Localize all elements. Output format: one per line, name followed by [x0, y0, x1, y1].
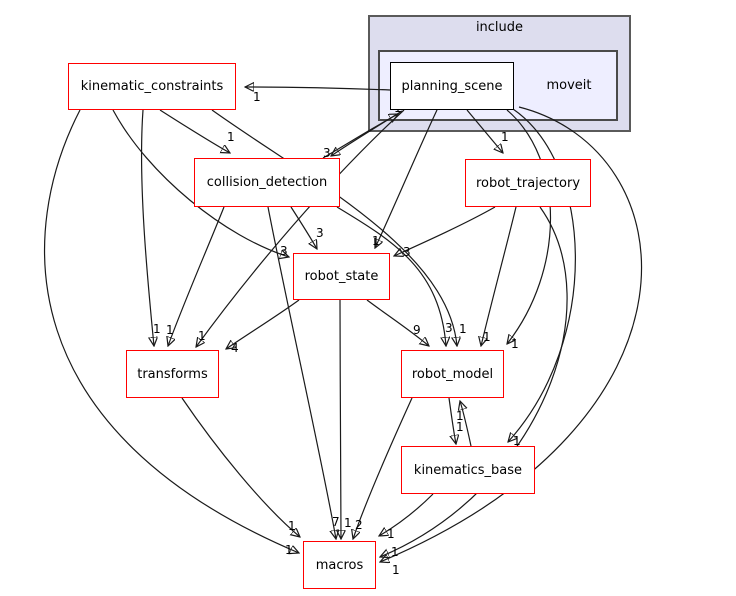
- edge-count-collision_detection-transforms[interactable]: 1: [166, 323, 174, 337]
- edge-robot_trajectory-robot_model: [481, 206, 517, 346]
- node-kinematics-base[interactable]: kinematics_base: [401, 446, 535, 494]
- edge-robot_trajectory-macros: [380, 206, 568, 557]
- edge-kinematic_constraints-macros: [44, 109, 299, 553]
- edge-count-planning_scene-kinematic_constraints[interactable]: 1: [253, 90, 261, 104]
- edge-count-planning_scene-robot_state[interactable]: 1: [372, 234, 380, 248]
- edge-collision_detection-transforms: [168, 206, 225, 346]
- cluster-include-label: include: [475, 20, 524, 35]
- edge-count-kinematic_constraints-robot_model[interactable]: 1: [459, 322, 467, 336]
- edge-count-collision_detection-robot_model[interactable]: 3: [445, 321, 453, 335]
- edge-collision_detection-robot_model: [336, 206, 446, 346]
- edge-count-kinematic_constraints-macros[interactable]: 1: [285, 543, 293, 557]
- edge-count-planning_scene-robot_trajectory[interactable]: 1: [501, 130, 509, 144]
- edge-planning_scene-kinematics_base: [508, 108, 576, 442]
- edge-count-robot_trajectory-robot_state[interactable]: 3: [403, 245, 411, 259]
- node-robot-model[interactable]: robot_model: [401, 350, 504, 398]
- edge-kinematics_base-macros: [379, 493, 434, 536]
- edge-count-planning_scene-robot_model[interactable]: 1: [511, 337, 519, 351]
- edge-kinematic_constraints-collision_detection: [159, 109, 230, 153]
- edge-planning_scene-robot_state: [375, 109, 438, 248]
- node-transforms[interactable]: transforms: [126, 350, 219, 398]
- edge-count-robot_model-kinematics_base[interactable]: 1: [456, 420, 464, 434]
- edge-planning_scene-transforms: [196, 109, 405, 347]
- edge-count-robot_state-macros[interactable]: 1: [344, 516, 352, 530]
- edge-robot_state-robot_model: [366, 299, 429, 346]
- edge-kinematic_constraints-robot_state: [112, 109, 289, 257]
- edge-count-kinematics_base-robot_model[interactable]: 1: [456, 409, 464, 423]
- edge-robot_state-macros: [340, 299, 341, 539]
- edge-count-planning_scene-transforms[interactable]: 1: [198, 329, 206, 343]
- edge-count-robot_state-robot_model[interactable]: 9: [413, 323, 421, 337]
- edge-planning_scene-robot_trajectory: [466, 109, 503, 153]
- edge-count-planning_scene-kinematics_base[interactable]: 1: [513, 434, 521, 448]
- edge-count-robot_trajectory-macros[interactable]: 1: [391, 545, 399, 559]
- edge-count-collision_detection-robot_state[interactable]: 3: [316, 226, 324, 240]
- edge-transforms-macros: [181, 397, 300, 537]
- edge-collision_detection-macros: [267, 206, 336, 539]
- edge-kinematic_constraints-robot_model: [211, 109, 457, 346]
- edge-count-kinematic_constraints-collision_detection[interactable]: 1: [227, 130, 235, 144]
- node-robot-trajectory[interactable]: robot_trajectory: [465, 159, 591, 207]
- edge-kinematics_base-robot_model: [460, 401, 472, 447]
- edge-kinematic_constraints-transforms: [140, 109, 154, 346]
- cluster-moveit-label: moveit: [546, 78, 592, 93]
- edge-count-kinematic_constraints-transforms[interactable]: 1: [153, 322, 161, 336]
- edge-robot_trajectory-robot_state: [394, 206, 496, 256]
- edge-collision_detection-robot_state: [290, 206, 317, 249]
- edge-count-robot_model-macros[interactable]: 2: [355, 518, 363, 532]
- node-robot-state[interactable]: robot_state: [293, 253, 390, 300]
- edge-count-transforms-macros[interactable]: 1: [288, 519, 296, 533]
- edge-collision_detection-planning_scene: [322, 114, 398, 159]
- edge-count-planning_scene-collision_detection[interactable]: 3: [323, 146, 331, 160]
- node-macros[interactable]: macros: [303, 541, 376, 589]
- node-kinematic-constraints[interactable]: kinematic_constraints: [68, 63, 236, 110]
- edge-count-planning_scene-macros[interactable]: 1: [392, 563, 400, 577]
- node-planning-scene[interactable]: planning_scene: [390, 62, 514, 110]
- edge-count-robot_trajectory-robot_model[interactable]: 1: [483, 330, 491, 344]
- edge-robot_model-kinematics_base: [448, 397, 456, 444]
- edge-count-kinematics_base-macros[interactable]: 1: [387, 527, 395, 541]
- edge-planning_scene-robot_model: [507, 109, 551, 344]
- edge-robot_state-transforms: [226, 299, 300, 349]
- node-collision-detection[interactable]: collision_detection: [194, 158, 340, 207]
- edge-robot_model-macros: [353, 397, 413, 539]
- edge-count-collision_detection-macros[interactable]: 7: [332, 515, 340, 529]
- edge-planning_scene-kinematic_constraints: [245, 87, 391, 90]
- edge-count-kinematic_constraints-robot_state[interactable]: 3: [280, 244, 288, 258]
- edge-count-robot_state-transforms[interactable]: 4: [231, 341, 239, 355]
